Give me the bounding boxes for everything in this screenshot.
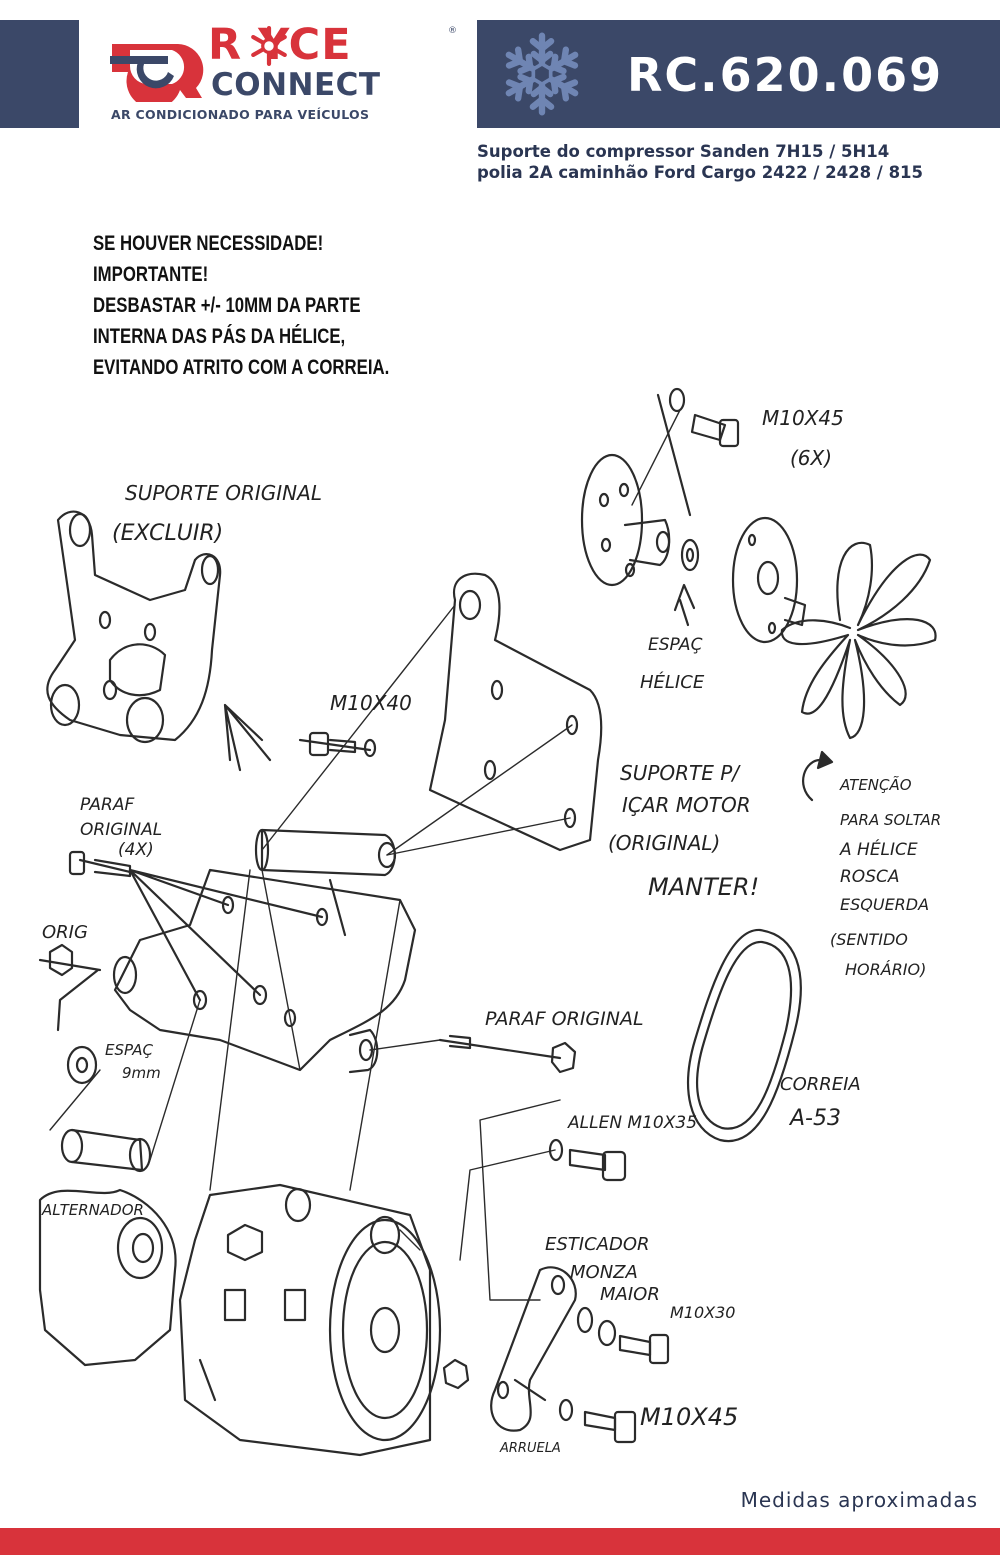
label-alternador: ALTERNADOR bbox=[41, 1201, 144, 1219]
label-paraf-original-4x-3: (4X) bbox=[118, 840, 154, 860]
compressor-bracket-part bbox=[56, 828, 417, 1074]
label-excluir: (EXCLUIR) bbox=[112, 521, 223, 546]
label-manter: MANTER! bbox=[648, 873, 759, 901]
label-correia: CORREIA bbox=[780, 1074, 861, 1095]
notice-line: IMPORTANTE! bbox=[93, 262, 209, 286]
logo-snowflake-icon bbox=[251, 26, 287, 66]
label-suporte-original: SUPORTE ORIGINAL bbox=[125, 481, 322, 505]
label-espac-helice: ESPAÇ bbox=[648, 635, 703, 655]
label-m10x30: M10X30 bbox=[670, 1303, 735, 1322]
registered-mark: ® bbox=[448, 26, 457, 36]
label-a53: A-53 bbox=[788, 1106, 841, 1131]
label-paraf-original-4x-2: ORIGINAL bbox=[80, 820, 162, 840]
notice-line: INTERNA DAS PÁS DA HÉLICE, bbox=[93, 324, 346, 348]
product-code: RC.620.069 bbox=[627, 48, 944, 102]
label-m10x45-6x: M10X45 bbox=[762, 406, 844, 430]
lifting-bracket-part bbox=[428, 572, 603, 852]
royce-connect-logo: R YCE ® CONNECT AR CONDICIONADO PARA VEÍ… bbox=[108, 20, 458, 126]
rotation-arrow bbox=[802, 758, 822, 802]
label-esticador-2: MONZA bbox=[570, 1262, 638, 1283]
label-paraf-original-4x: PARAF bbox=[80, 795, 134, 815]
brand-connect: CONNECT bbox=[211, 67, 381, 103]
label-espac-9mm-2: 9mm bbox=[122, 1064, 161, 1082]
label-m10x45-bottom: M10X45 bbox=[640, 1403, 738, 1431]
notice-line: SE HOUVER NECESSIDADE! bbox=[93, 231, 324, 255]
notice-line: EVITANDO ATRITO COM A CORREIA. bbox=[93, 355, 390, 379]
assembly-lines bbox=[49, 409, 681, 1301]
fasteners bbox=[38, 387, 740, 1444]
snowflake-icon bbox=[501, 32, 583, 118]
royce-logo-mark bbox=[110, 44, 204, 102]
header-left-bar bbox=[0, 20, 79, 128]
label-espac-9mm: ESPAÇ bbox=[105, 1041, 154, 1059]
footer-note: Medidas aproximadas bbox=[740, 1488, 978, 1512]
original-support-part bbox=[46, 510, 272, 772]
label-arruela: ARRUELA bbox=[499, 1441, 561, 1456]
compressor-part bbox=[178, 1183, 442, 1457]
label-atencao-6: (SENTIDO bbox=[830, 930, 908, 949]
footer-bar bbox=[0, 1528, 1000, 1555]
label-paraf-original: PARAF ORIGINAL bbox=[485, 1008, 644, 1030]
label-esticador-3: MAIOR bbox=[600, 1284, 660, 1305]
product-code-banner: RC.620.069 bbox=[477, 20, 1000, 128]
label-qty-6x: (6X) bbox=[790, 446, 832, 470]
label-atencao: ATENÇÃO bbox=[839, 775, 912, 794]
belt-a53 bbox=[687, 928, 802, 1143]
label-esticador: ESTICADOR bbox=[545, 1234, 650, 1255]
label-atencao-2: PARA SOLTAR bbox=[840, 811, 941, 829]
label-m10x40: M10X40 bbox=[330, 691, 412, 715]
fan-assembly bbox=[580, 453, 937, 740]
label-atencao-3: A HÉLICE bbox=[839, 838, 918, 860]
label-suporte-icar-2: IÇAR MOTOR bbox=[622, 793, 751, 817]
brand-tagline: AR CONDICIONADO PARA VEÍCULOS bbox=[111, 107, 370, 122]
product-description-line2: polia 2A caminhão Ford Cargo 2422 / 2428… bbox=[477, 163, 924, 182]
product-description: Suporte do compressor Sanden 7H15 / 5H14… bbox=[477, 141, 923, 183]
product-description-line1: Suporte do compressor Sanden 7H15 / 5H14 bbox=[477, 142, 890, 161]
label-espac-helice-2: HÉLICE bbox=[640, 671, 705, 693]
brand-royce: R YCE bbox=[208, 20, 352, 70]
alternator-part bbox=[38, 1188, 177, 1367]
label-atencao-5: ESQUERDA bbox=[840, 895, 929, 914]
label-orig: ORIG bbox=[42, 922, 88, 943]
tensioner-part bbox=[490, 1266, 577, 1432]
important-notice: SE HOUVER NECESSIDADE! IMPORTANTE! DESBA… bbox=[93, 228, 389, 383]
label-atencao-4: ROSCA bbox=[840, 867, 899, 887]
notice-line: DESBASTAR +/- 10MM DA PARTE bbox=[93, 293, 361, 317]
label-allen-m10x35: ALLEN M10X35 bbox=[567, 1113, 697, 1133]
label-suporte-icar-3: (ORIGINAL) bbox=[608, 831, 720, 855]
label-atencao-7: HORÁRIO) bbox=[845, 960, 926, 979]
label-suporte-icar: SUPORTE P/ bbox=[620, 761, 741, 785]
exploded-assembly-drawing: SUPORTE ORIGINAL (EXCLUIR) M10X45 (6X) E… bbox=[38, 387, 941, 1457]
